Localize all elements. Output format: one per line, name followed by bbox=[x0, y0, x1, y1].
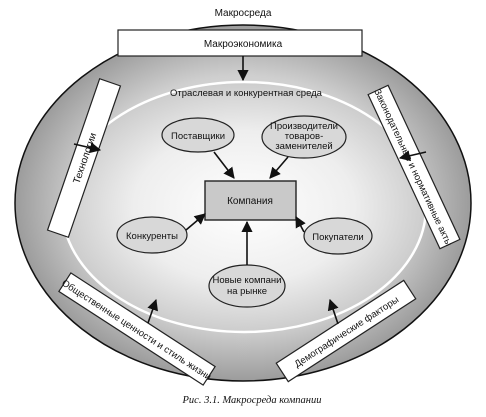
actor-buyers: Покупатели bbox=[303, 217, 373, 255]
arrow-competitors-company bbox=[185, 213, 206, 231]
actor-substitutes: Производители товаров- заменителей bbox=[261, 115, 347, 159]
company-label: Компания bbox=[227, 196, 273, 207]
company-box: Компания bbox=[204, 180, 297, 221]
arrow-substitutes-company bbox=[269, 156, 289, 179]
factor-economy-label: Макроэкономика bbox=[204, 39, 283, 50]
actor-suppliers: Поставщики bbox=[161, 117, 235, 153]
arrow-law bbox=[398, 150, 427, 162]
arrow-social bbox=[147, 298, 158, 324]
arrow-demography bbox=[327, 298, 339, 325]
macro-title: Макросреда bbox=[215, 8, 272, 19]
actor-substitutes-label-3: заменителей bbox=[275, 141, 332, 152]
arrow-suppliers-company bbox=[213, 151, 235, 179]
actor-buyers-label: Покупатели bbox=[312, 232, 363, 243]
figure-caption: Рис. 3.1. Макросреда компании bbox=[182, 395, 322, 406]
factor-economy: Макроэкономика bbox=[117, 29, 363, 57]
actor-competitors: Конкуренты bbox=[116, 216, 188, 254]
actor-substitutes-label-2: товаров- bbox=[285, 131, 324, 142]
actor-newcomers: Новые компани на рынке bbox=[208, 264, 286, 308]
actor-suppliers-label: Поставщики bbox=[171, 131, 225, 142]
arrow-buyers-company bbox=[295, 216, 306, 233]
actor-competitors-label: Конкуренты bbox=[126, 231, 178, 242]
arrow-technology bbox=[73, 142, 102, 154]
actor-newcomers-label-2: на рынке bbox=[227, 286, 267, 297]
actor-substitutes-label-1: Производители bbox=[270, 121, 338, 132]
industry-title: Отраслевая и конкурентная среда bbox=[170, 88, 323, 99]
actor-newcomers-label-1: Новые компани bbox=[212, 275, 281, 286]
